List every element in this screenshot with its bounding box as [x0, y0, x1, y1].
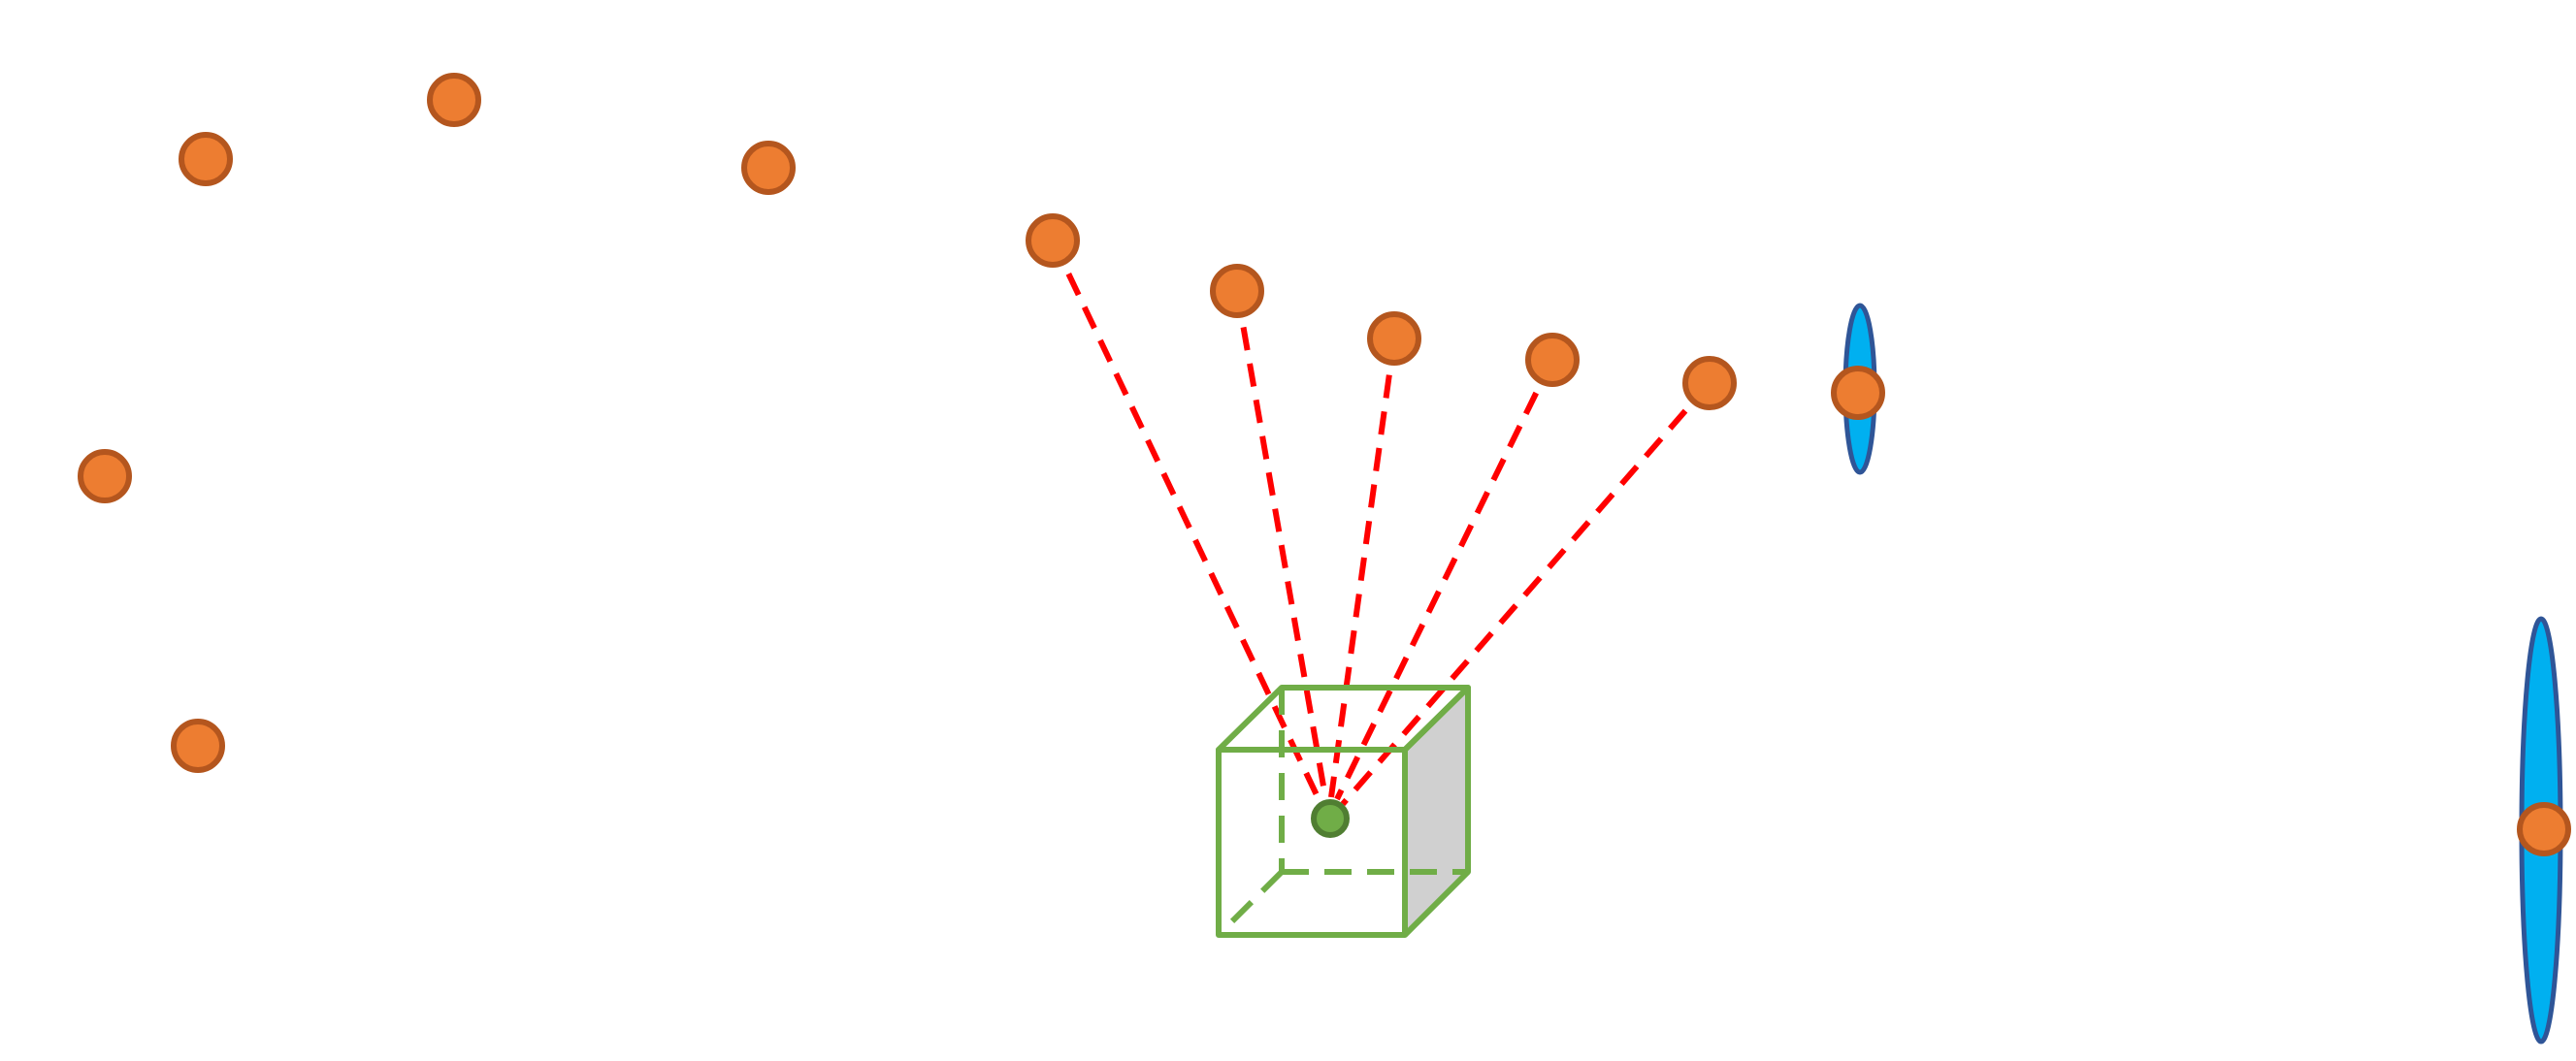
- orange-marker-12: [2517, 802, 2571, 856]
- orange-marker-8: [1682, 356, 1737, 410]
- orange-marker-5: [1210, 264, 1264, 318]
- ray-5: [1340, 381, 1712, 806]
- ray-2: [1234, 290, 1328, 798]
- ray-group: [1050, 239, 1712, 806]
- orange-marker-2: [427, 73, 481, 127]
- orange-marker-9: [1831, 366, 1885, 420]
- vessel-openings: [1842, 303, 2563, 1045]
- vessel-outer-wall: [7, 10, 2542, 1045]
- cube-hidden-edges: [1216, 688, 1468, 938]
- marker-group: [78, 73, 2571, 856]
- voxel-cube: [1216, 685, 1471, 938]
- orange-marker-7: [1525, 333, 1580, 387]
- orange-marker-3: [741, 141, 796, 195]
- orange-marker-10: [78, 449, 132, 503]
- cube-right-edges: [1402, 685, 1471, 938]
- orange-marker-4: [1026, 213, 1080, 268]
- orange-marker-6: [1367, 311, 1421, 366]
- ray-4: [1334, 358, 1555, 801]
- orange-marker-1: [179, 132, 233, 186]
- ray-3: [1328, 338, 1397, 798]
- cube-hidden-edge-diagonal: [1216, 869, 1285, 938]
- orange-marker-11: [171, 719, 225, 773]
- vessel-inner-wall: [170, 168, 2542, 700]
- voxel-center-point: [1311, 799, 1350, 838]
- vessel-tube: [7, 10, 2542, 1045]
- ray-1: [1050, 239, 1322, 803]
